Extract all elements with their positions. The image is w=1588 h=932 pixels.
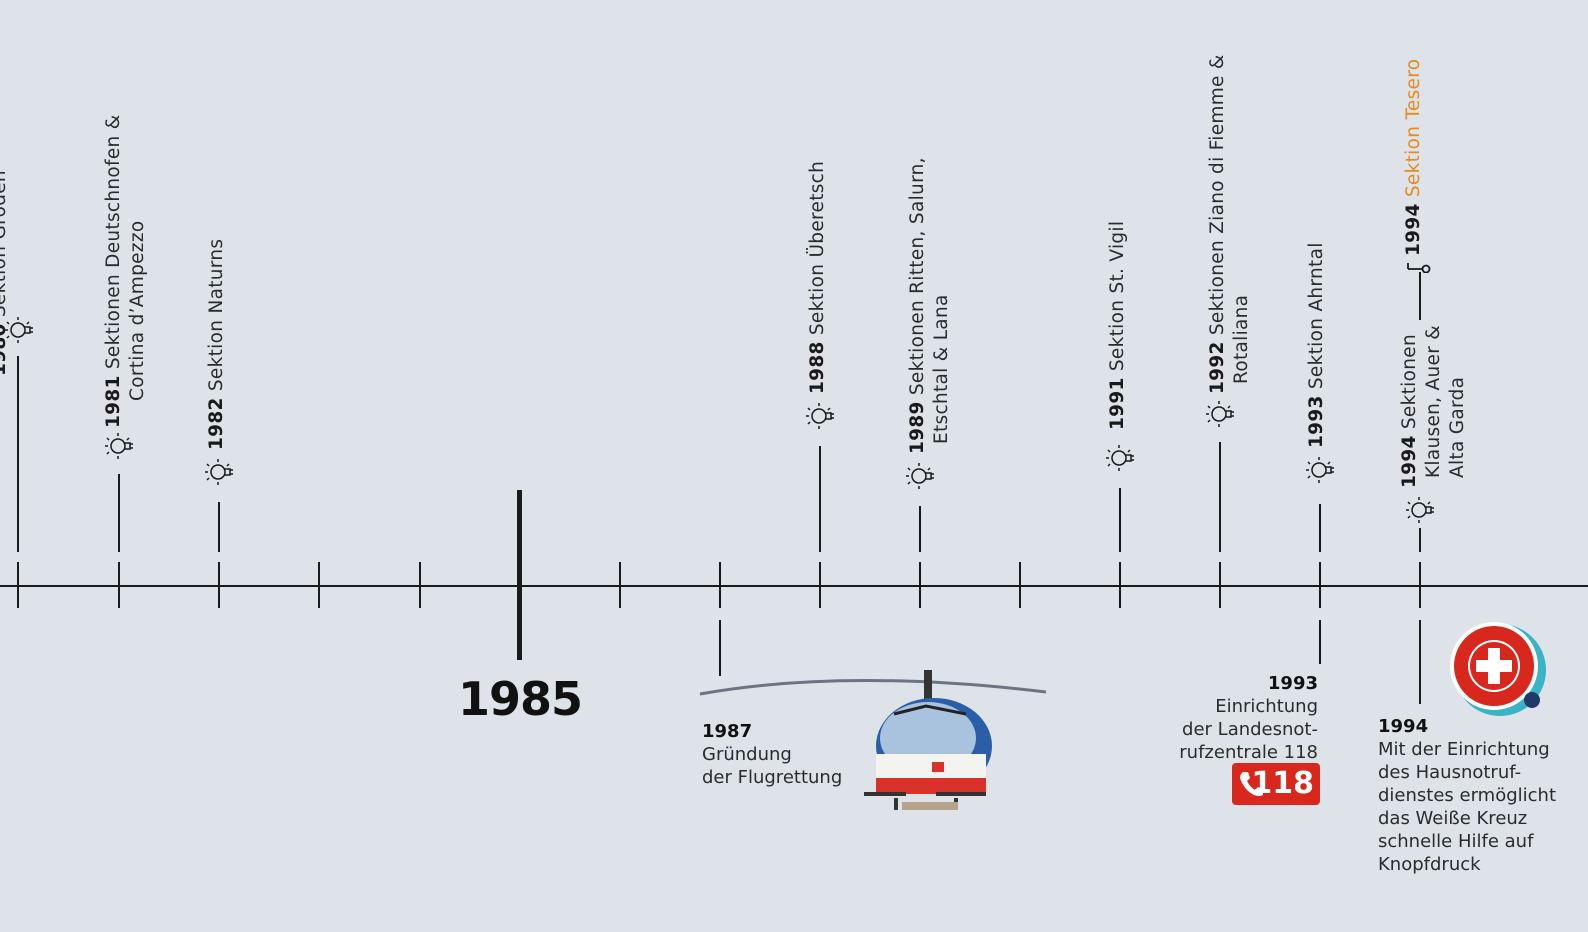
event-label-1988: 1988 Sektion Überetsch	[807, 160, 828, 394]
lightbulb-icon	[803, 400, 839, 432]
event-1987: 1987 Gründung der Flugrettung	[702, 721, 843, 788]
year-tick	[17, 562, 19, 608]
year-tick	[919, 562, 921, 608]
event-label-1982: 1982 Sektion Naturns	[206, 238, 227, 450]
helicopter-image	[696, 666, 1056, 826]
event-label-1981: 1981 Sektionen Deutschnofen &Cortina d’A…	[103, 114, 148, 428]
event-stem	[17, 356, 19, 552]
event-label-1993: 1993 Sektion Ahrntal	[1306, 242, 1327, 448]
event-label-1989: 1989 Sektionen Ritten, Salurn,Etschtal &…	[907, 157, 952, 454]
event-label-1992: 1992 Sektionen Ziano di Fiemme &Rotalian…	[1207, 54, 1252, 394]
lightbulb-icon	[1403, 494, 1439, 526]
lightbulb-icon	[1203, 398, 1239, 430]
lightbulb-icon	[102, 430, 138, 462]
event-stem	[1319, 620, 1321, 664]
timeline-axis	[0, 585, 1588, 587]
year-tick	[1319, 562, 1321, 608]
year-tick	[419, 562, 421, 608]
lightbulb-icon	[1303, 454, 1339, 486]
event-label-1991: 1991 Sektion St. Vigil	[1107, 220, 1128, 430]
event-stem	[1219, 442, 1221, 552]
year-tick	[118, 562, 120, 608]
event-stem	[819, 446, 821, 552]
year-tick	[218, 562, 220, 608]
year-tick	[619, 562, 621, 608]
decade-tick	[517, 490, 522, 660]
lightbulb-icon	[1103, 442, 1139, 474]
event-stem	[719, 620, 721, 676]
event-stem	[118, 474, 120, 552]
event-stem	[1119, 488, 1121, 552]
event-label-1994-tesero: 1994 Sektion Tesero	[1403, 58, 1424, 256]
event-1993: 1993 Einrichtung der Landesnot- rufzentr…	[1179, 673, 1318, 763]
year-tick	[819, 562, 821, 608]
year-tick	[1119, 562, 1121, 608]
event-stem	[919, 506, 921, 552]
event-stem	[1419, 272, 1421, 320]
key-icon	[1406, 258, 1432, 274]
decade-label: 1985	[458, 672, 583, 726]
year-tick	[318, 562, 320, 608]
year-tick	[719, 562, 721, 608]
event-stem	[1419, 620, 1421, 704]
year-tick	[1019, 562, 1021, 608]
lightbulb-icon	[903, 460, 939, 492]
event-stem	[1419, 528, 1421, 552]
event-stem	[1319, 504, 1321, 552]
event-stem	[218, 502, 220, 552]
lightbulb-icon	[202, 456, 238, 488]
year-tick	[1419, 562, 1421, 608]
weisses-kreuz-logo	[1448, 620, 1548, 720]
event-label-1980: 1980 Sektion Gröden	[0, 170, 10, 376]
lightbulb-icon	[2, 314, 38, 346]
year-tick	[1219, 562, 1221, 608]
event-1994: 1994 Mit der Einrichtung des Hausnotruf-…	[1378, 716, 1557, 875]
emergency-118-badge: 118	[1232, 763, 1320, 805]
phone-icon	[1240, 772, 1263, 796]
